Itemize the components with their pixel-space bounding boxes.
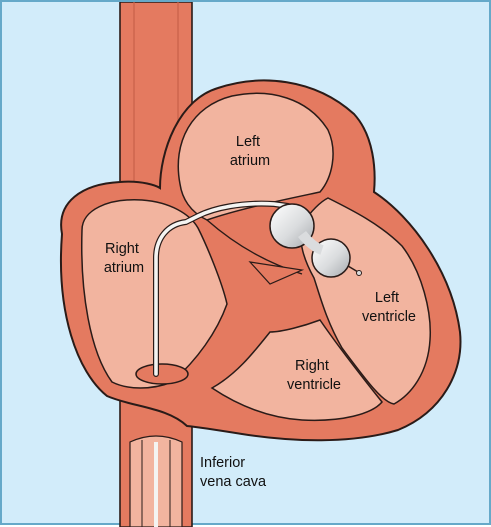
ivc-opening: [136, 364, 188, 384]
inferior-vena-cava-label: Inferior vena cava: [200, 455, 267, 490]
